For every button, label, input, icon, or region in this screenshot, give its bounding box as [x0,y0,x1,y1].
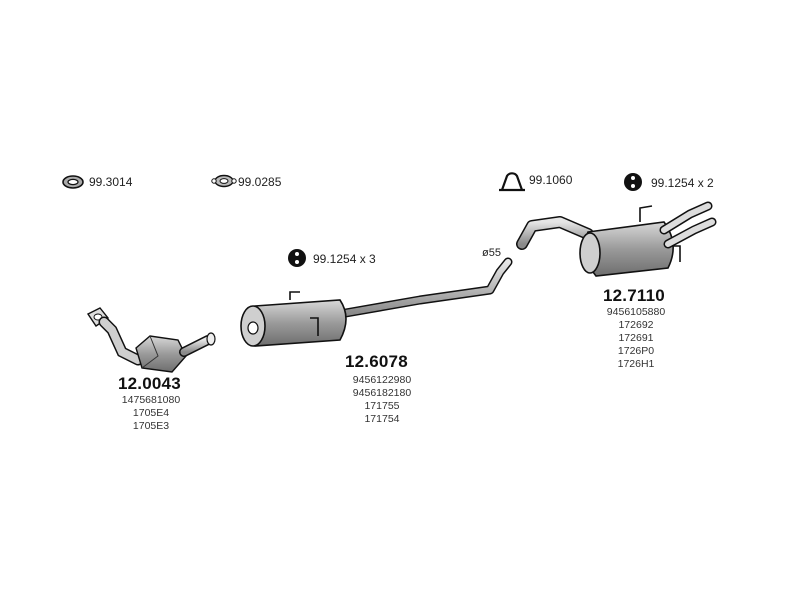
rear-muffler-drawing [516,201,717,277]
flange-gasket-icon [211,174,237,188]
pipe-diameter-label: ø55 [482,247,501,259]
accessory-label: 99.1254 x 3 [313,252,376,266]
part-number: 12.7110 [603,286,665,305]
reference-number: 171754 [364,413,400,425]
accessory-label: 99.1254 x 2 [651,176,714,190]
reference-number: 1705E4 [132,407,170,419]
reference-number: 9456105880 [606,306,666,318]
part-number: 12.6078 [345,352,408,371]
reference-number: 1726P0 [617,345,655,357]
accessory-label: 99.0285 [238,175,282,189]
reference-number: 9456182180 [352,387,412,399]
part-references: 9456122980 9456182180 171755 171754 [322,374,442,426]
reference-number: 172691 [618,332,654,344]
part-references: 9456105880 172692 172691 1726P0 1726H1 [576,306,696,371]
gasket-ring-icon [62,175,84,189]
part-number: 12.0043 [118,374,181,393]
reference-number: 1705E3 [132,420,170,432]
reference-number: 1726H1 [617,358,655,370]
part-references: 1475681080 1705E4 1705E3 [91,394,211,433]
rubber-mount-icon [624,173,642,191]
accessory-label: 99.3014 [89,175,133,189]
reference-number: 9456122980 [352,374,412,386]
middle-muffler-drawing [240,257,513,347]
catalytic-converter-drawing [86,307,216,373]
clamp-icon [499,172,525,192]
rubber-mount-icon [288,249,306,267]
accessory-label: 99.1060 [529,173,573,187]
reference-number: 172692 [618,319,654,331]
reference-number: 171755 [364,400,400,412]
reference-number: 1475681080 [121,394,181,406]
